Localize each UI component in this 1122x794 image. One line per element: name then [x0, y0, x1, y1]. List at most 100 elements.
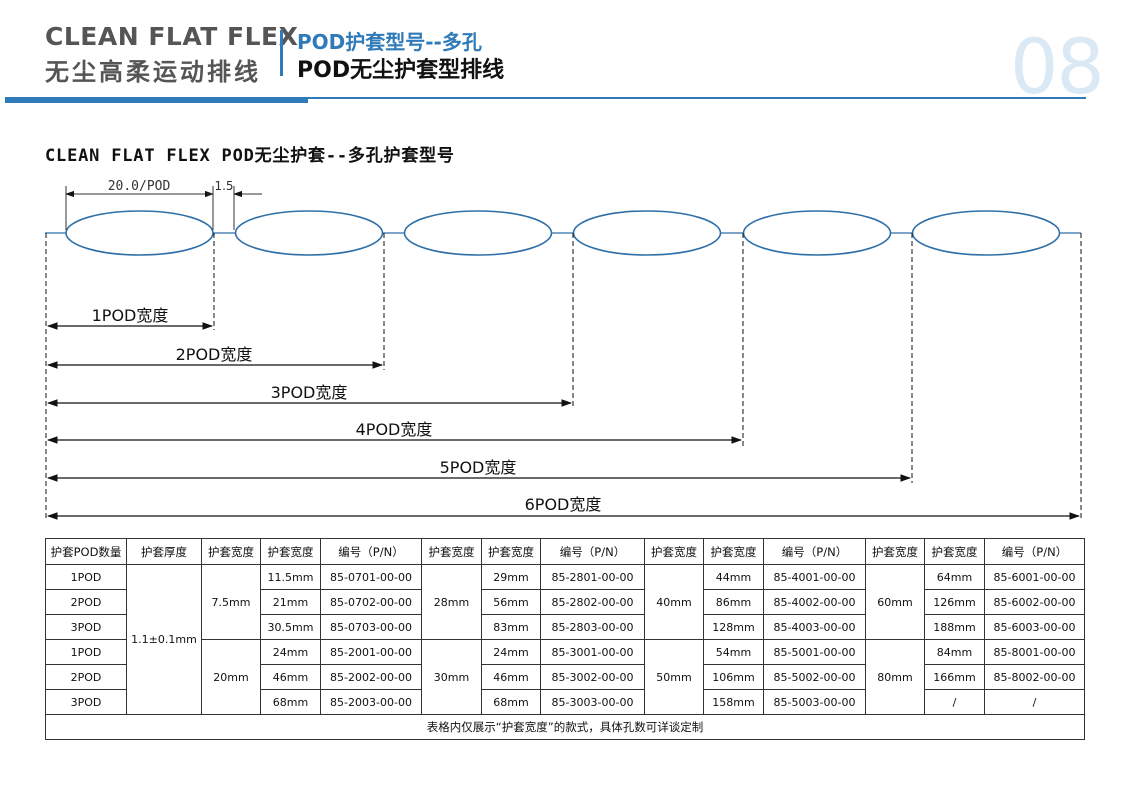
width-cell: 24mm: [260, 639, 321, 665]
part-number-cell: 85-6001-00-00: [984, 564, 1085, 590]
header-group-width: 护套宽度: [644, 538, 704, 565]
header-pod-count: 护套POD数量: [45, 538, 127, 565]
group-width-cell: 7.5mm: [201, 564, 261, 640]
width-cell: 64mm: [924, 564, 985, 590]
table-row: 1POD 20mm 24mm 85-2001-00-00 30mm 24mm 8…: [45, 639, 1085, 715]
table-header-row: 护套POD数量 护套厚度 护套宽度 护套宽度 编号（P/N） 护套宽度 护套宽度…: [45, 538, 1085, 565]
header-width: 护套宽度: [481, 538, 541, 565]
brand-name-cn: 无尘高柔运动排线: [45, 58, 261, 86]
header-part-number: 编号（P/N）: [320, 538, 422, 565]
header-group-width: 护套宽度: [865, 538, 925, 565]
pod-ellipse: [742, 210, 892, 256]
width-cell: 11.5mm: [260, 564, 321, 590]
table-row: 3POD 68mm 85-2003-00-00 68mm 85-3003-00-…: [45, 689, 1085, 715]
page-number: 08: [1010, 22, 1105, 111]
width-cell: 46mm: [260, 664, 321, 690]
width-cell: 126mm: [924, 589, 985, 615]
width-cell: 128mm: [703, 614, 764, 640]
group-width-cell: 50mm: [644, 639, 704, 715]
header-part-number: 编号（P/N）: [540, 538, 645, 565]
pod-count-cell: 1POD: [45, 564, 127, 590]
table-note-row: 表格内仅展示“护套宽度”的款式，具体孔数可详谈定制: [45, 714, 1085, 740]
width-cell: 86mm: [703, 589, 764, 615]
width-cell: 44mm: [703, 564, 764, 590]
width-cell: 84mm: [924, 639, 985, 665]
part-number-cell: 85-3003-00-00: [540, 689, 645, 715]
gap-dimension-label: 1.5: [214, 179, 233, 193]
pod-count-cell: 3POD: [45, 689, 127, 715]
group-width-cell: 80mm: [865, 639, 925, 715]
part-number-cell: 85-6003-00-00: [984, 614, 1085, 640]
part-number-cell: 85-4001-00-00: [763, 564, 866, 590]
pod-count-cell: 3POD: [45, 614, 127, 640]
width-cell: 166mm: [924, 664, 985, 690]
header-part-number: 编号（P/N）: [763, 538, 866, 565]
header-divider: [280, 30, 283, 76]
width-cell: 83mm: [481, 614, 541, 640]
group-width-cell: 20mm: [201, 639, 261, 715]
pod-count-cell: 2POD: [45, 664, 127, 690]
width-cell: 68mm: [481, 689, 541, 715]
page-subtitle: POD护套型号--多孔: [297, 30, 482, 54]
width-cell: 29mm: [481, 564, 541, 590]
part-number-cell: 85-4002-00-00: [763, 589, 866, 615]
width-cell: 106mm: [703, 664, 764, 690]
part-number-cell: 85-5001-00-00: [763, 639, 866, 665]
width-cell: 158mm: [703, 689, 764, 715]
group-width-cell: 40mm: [644, 564, 704, 640]
header-rule: [5, 97, 1086, 99]
pod-ellipse: [65, 210, 214, 256]
width-arrows: [46, 322, 1081, 520]
width-label-4pod: 4POD宽度: [356, 420, 433, 439]
width-cell: 188mm: [924, 614, 985, 640]
width-cell: 21mm: [260, 589, 321, 615]
header-width: 护套宽度: [260, 538, 321, 565]
group-width-cell: 60mm: [865, 564, 925, 640]
part-number-cell: 85-2002-00-00: [320, 664, 422, 690]
width-label-1pod: 1POD宽度: [92, 306, 169, 325]
part-number-cell: 85-2803-00-00: [540, 614, 645, 640]
width-label-5pod: 5POD宽度: [440, 458, 517, 477]
part-number-cell: 85-0703-00-00: [320, 614, 422, 640]
part-number-cell: 85-2001-00-00: [320, 639, 422, 665]
pod-count-cell: 1POD: [45, 639, 127, 665]
header-group-width: 护套宽度: [201, 538, 261, 565]
width-cell: /: [924, 689, 985, 715]
part-number-cell: 85-5002-00-00: [763, 664, 866, 690]
part-number-cell: 85-2802-00-00: [540, 589, 645, 615]
pod-ellipse: [572, 210, 722, 256]
header-rule-accent: [5, 97, 308, 103]
part-number-cell: 85-8001-00-00: [984, 639, 1085, 665]
part-number-cell: 85-0702-00-00: [320, 589, 422, 615]
header-part-number: 编号（P/N）: [984, 538, 1085, 565]
part-number-cell: 85-4003-00-00: [763, 614, 866, 640]
table-note: 表格内仅展示“护套宽度”的款式，具体孔数可详谈定制: [45, 714, 1085, 740]
table-row: 1POD 1.1±0.1mm 7.5mm 11.5mm 85-0701-00-0…: [45, 564, 1085, 715]
width-cell: 24mm: [481, 639, 541, 665]
part-number-cell: 85-5003-00-00: [763, 689, 866, 715]
header-thickness: 护套厚度: [126, 538, 202, 565]
pod-ellipse: [403, 210, 553, 256]
width-cell: 56mm: [481, 589, 541, 615]
part-number-cell: 85-3001-00-00: [540, 639, 645, 665]
part-number-cell: 85-3002-00-00: [540, 664, 645, 690]
group-width-cell: 28mm: [421, 564, 482, 640]
group-width-cell: 30mm: [421, 639, 482, 715]
pod-dimension-label: 20.0/POD: [108, 179, 171, 194]
width-cell: 68mm: [260, 689, 321, 715]
width-cell: 30.5mm: [260, 614, 321, 640]
thickness-cell: 1.1±0.1mm: [126, 564, 202, 715]
brand-name-en: CLEAN FLAT FLEX: [45, 22, 299, 51]
spec-table: 护套POD数量 护套厚度 护套宽度 护套宽度 编号（P/N） 护套宽度 护套宽度…: [45, 538, 1085, 740]
width-label-3pod: 3POD宽度: [271, 383, 348, 402]
part-number-cell: 85-0701-00-00: [320, 564, 422, 590]
extension-lines: [45, 233, 1082, 521]
part-number-cell: 85-2801-00-00: [540, 564, 645, 590]
width-label-2pod: 2POD宽度: [176, 345, 253, 364]
table-row: 3POD 30.5mm 85-0703-00-00 83mm 85-2803-0…: [45, 614, 1085, 640]
pod-width-diagram: 20.0/POD 1.5 1POD宽度 2POD宽度 3POD宽度 4POD宽度…: [45, 179, 1082, 521]
part-number-cell: 85-8002-00-00: [984, 664, 1085, 690]
pod-ellipses: [65, 210, 1061, 256]
part-number-cell: /: [984, 689, 1085, 715]
header-width: 护套宽度: [703, 538, 764, 565]
